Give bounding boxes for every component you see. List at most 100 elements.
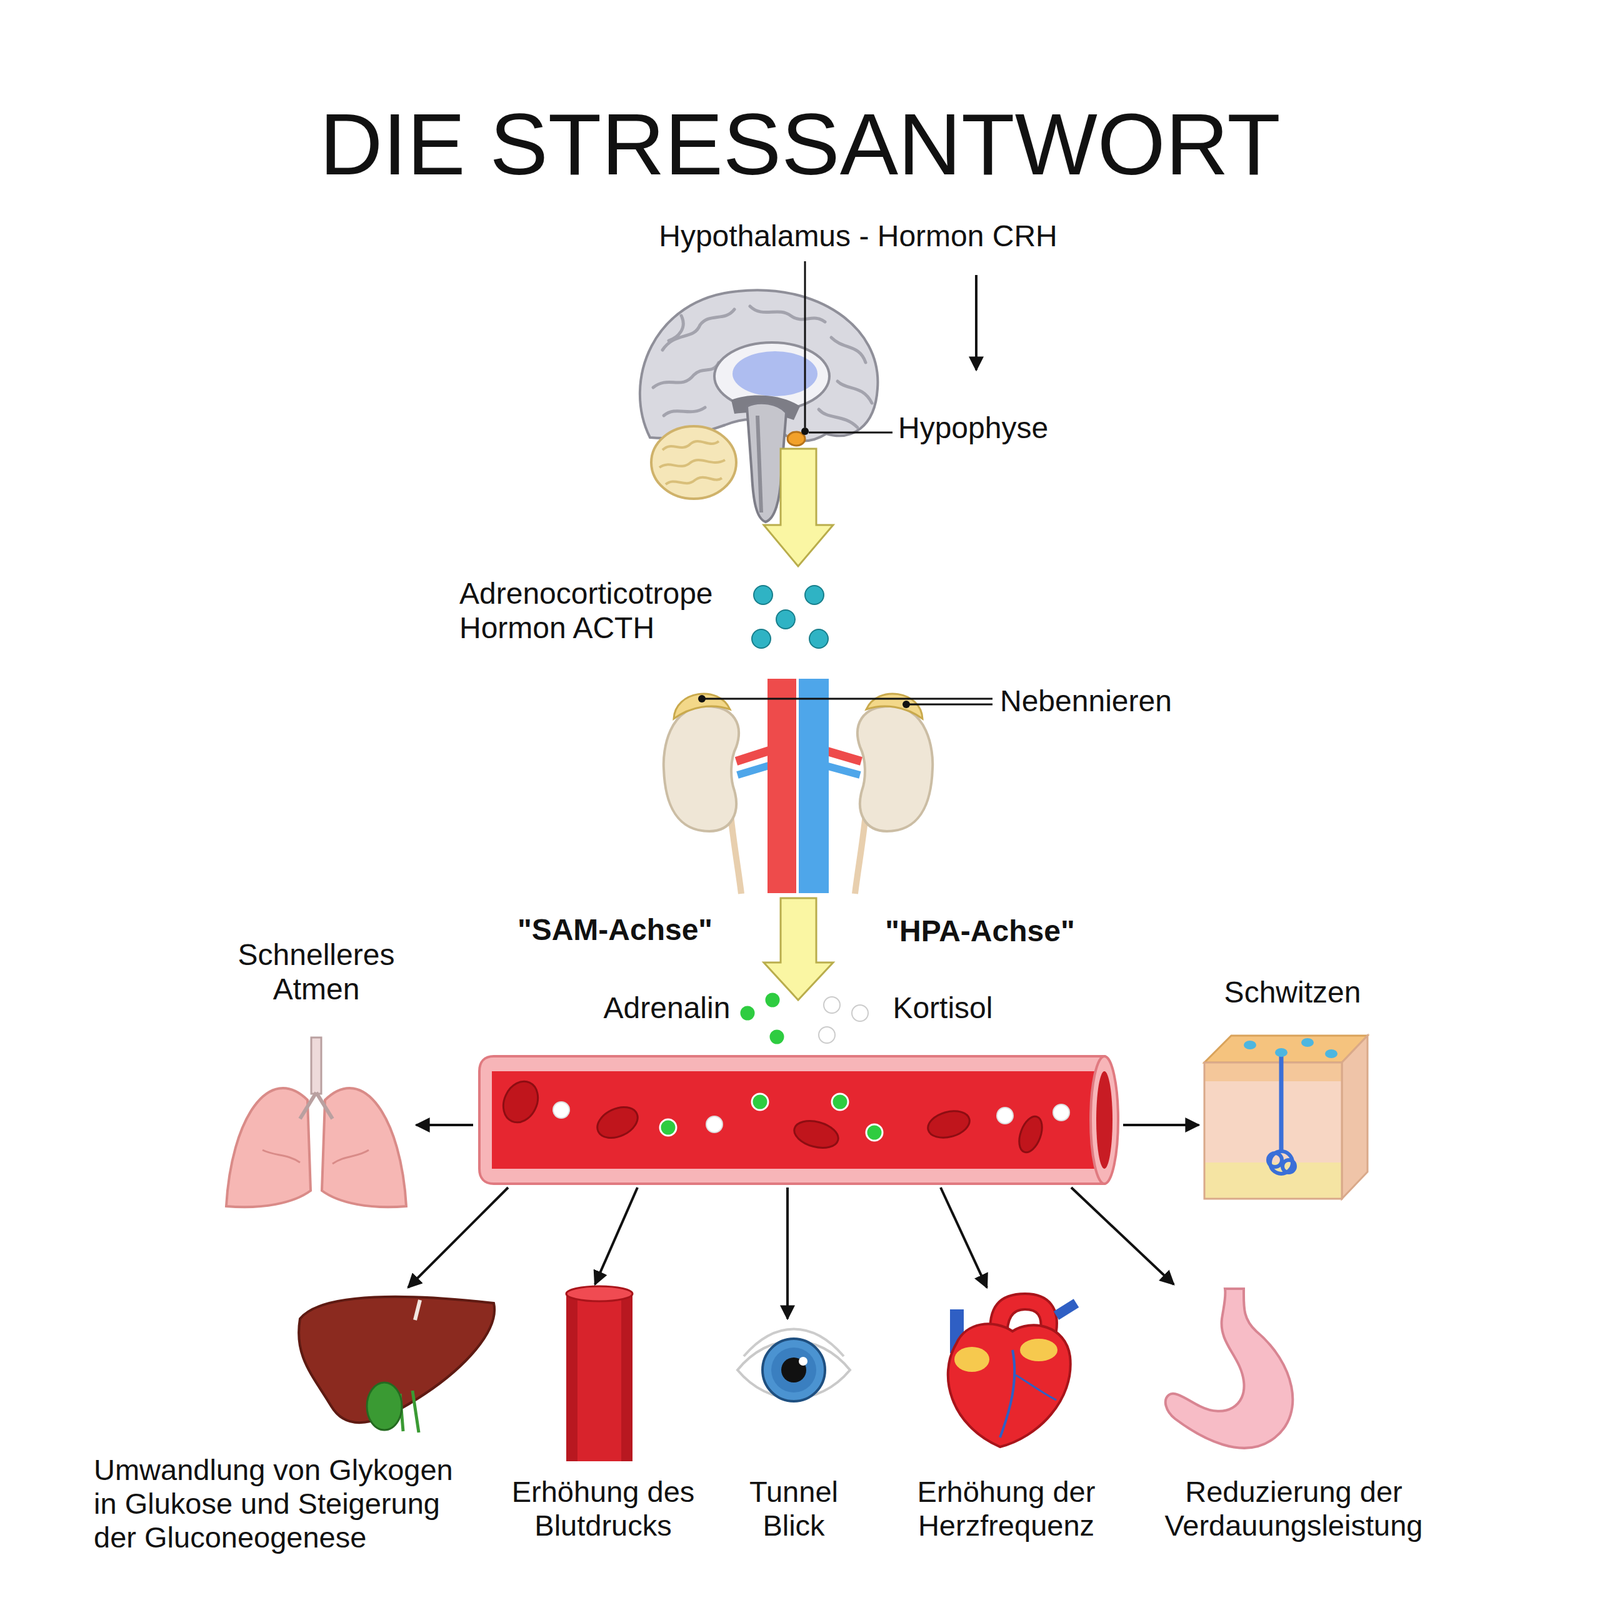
blood-vessel-illustration (496, 1075, 545, 1129)
stomach-illustration (1165, 1288, 1294, 1449)
skin-illustration (1268, 1151, 1295, 1174)
blood-vessel-illustration (925, 1106, 973, 1142)
leader-line (808, 431, 893, 434)
blood-vessel-illustration (479, 1056, 1119, 1184)
yellow-arrow (763, 898, 834, 1000)
organ-label: Tunnel Blick (731, 1475, 857, 1543)
blood-vessel-illustration (479, 1056, 1105, 1184)
kidney-illustration (663, 678, 933, 894)
heart-illustration (954, 1346, 990, 1372)
flow-arrow (786, 1187, 789, 1319)
brain-illustration (665, 477, 722, 485)
label-stack: Reduzierung der Verdauungsleistung (1156, 1475, 1432, 1543)
blood-vessel-illustration (553, 1101, 1070, 1133)
acth-molecules (805, 585, 824, 605)
spacer (1006, 1287, 1007, 1475)
blood-vessel-illustration (866, 1124, 883, 1141)
part-label: Hypophyse (898, 410, 1049, 445)
skin-illustration (1279, 1053, 1284, 1150)
brain-illustration (831, 337, 866, 363)
blood-vessel-illustration (996, 1107, 1014, 1124)
brain-illustration (662, 441, 719, 450)
organ-label: Umwandlung von Glykogen in Glukose und S… (93, 1453, 454, 1555)
skin-illustration (1341, 1035, 1368, 1199)
label-wrap: Nebennieren (1000, 683, 1172, 719)
heart-node: Erhöhung der Herzfrequenz (893, 1287, 1119, 1543)
flow-arrow (940, 1187, 987, 1288)
blood-vessel-illustration (1053, 1104, 1070, 1121)
organ-label: Erhöhung des Blutdrucks (496, 1475, 710, 1543)
blood-vessel-illustration (1015, 1113, 1047, 1155)
brain-illustration (653, 362, 719, 388)
heart-illustration (1020, 1338, 1058, 1362)
flow-arrow (1071, 1187, 1174, 1285)
label-stack: Erhöhung der Herzfrequenz (906, 1475, 1107, 1543)
acth-molecules (751, 629, 771, 649)
adrenalin-molecules (739, 1005, 756, 1022)
label-row: Adrenalin Kortisol (473, 990, 1124, 1025)
brain-illustration (651, 426, 737, 499)
hormone-label: Adrenocorticotrope Hormon ACTH (459, 576, 747, 645)
leader-dot (698, 695, 706, 703)
spacer (603, 1284, 604, 1475)
stomach-node: Reduzierung der Verdauungsleistung (1150, 1284, 1438, 1543)
heart-illustration (948, 1293, 1077, 1447)
label-stack: Schnelleres Atmen (222, 937, 410, 1007)
yellow-arrow (763, 448, 834, 567)
blood-vessel-illustration (1090, 1056, 1119, 1184)
liver-illustration (400, 1390, 419, 1433)
brain-illustration (837, 381, 872, 404)
liver-illustration (298, 1296, 495, 1433)
heart-illustration (1015, 1375, 1057, 1400)
lungs-illustration (300, 1092, 333, 1119)
skin-illustration (1204, 1062, 1342, 1082)
brain-illustration (659, 441, 725, 485)
artery-illustration (566, 1293, 578, 1462)
kidney-illustration (866, 693, 923, 719)
label-wrap: "HPA-Achse" (885, 913, 1075, 949)
liver-illustration (415, 1300, 420, 1320)
brain-illustration (757, 415, 762, 513)
axis-label: "SAM-Achse" (517, 912, 713, 947)
leader-line (804, 261, 807, 428)
organ-label: Schwitzen (1205, 975, 1380, 1010)
liver-illustration (366, 1382, 402, 1430)
leader-line (805, 261, 893, 433)
eye-illustration (737, 1329, 850, 1402)
blood-vessel-illustration (751, 1093, 769, 1110)
skin-illustration (1204, 1081, 1342, 1163)
kidney-illustration (767, 678, 797, 894)
blood-vessel-illustration (660, 1119, 677, 1136)
skin-illustration (1325, 1049, 1338, 1059)
title: DIE STRESSANTWORT (319, 93, 1281, 195)
cortisol-molecules (851, 1005, 869, 1022)
skin-illustration (1282, 1160, 1295, 1173)
stomach-illustration (1165, 1288, 1294, 1449)
skin-illustration (1204, 1035, 1368, 1199)
label-wrap: "SAM-Achse" (517, 912, 713, 947)
spacer (793, 1318, 795, 1475)
adrenalin-molecules (764, 991, 781, 1009)
adrenalin-molecules (739, 991, 785, 1045)
blood-vessel-illustration (791, 1116, 842, 1152)
acth-molecules (751, 585, 829, 649)
eye-node: Tunnel Blick (718, 1318, 869, 1543)
label-wrap: Hypophyse (898, 410, 1049, 445)
spacer (798, 1025, 799, 1188)
skin-illustration (1268, 1153, 1282, 1167)
label-stack: Umwandlung von Glykogen in Glukose und S… (93, 1453, 454, 1555)
lungs-illustration (311, 1037, 322, 1094)
eye-illustration (771, 1347, 817, 1393)
organ-label: Adrenalin (603, 990, 731, 1025)
organ-label: Reduzierung der Verdauungsleistung (1156, 1475, 1432, 1543)
part-label: Nebennieren (1000, 683, 1172, 719)
blood-vessel-node: Adrenalin Kortisol (473, 990, 1124, 1188)
organ-label: Schnelleres Atmen (222, 937, 410, 1007)
eye-illustration (798, 1356, 808, 1366)
skin-illustration (1204, 1035, 1368, 1063)
organ-label: Kortisol (892, 990, 993, 1025)
brain-illustration (659, 460, 725, 468)
lungs-node: Schnelleres Atmen (216, 937, 417, 1213)
leader-line (701, 698, 993, 700)
blood-vessel-illustration (496, 1075, 1047, 1155)
